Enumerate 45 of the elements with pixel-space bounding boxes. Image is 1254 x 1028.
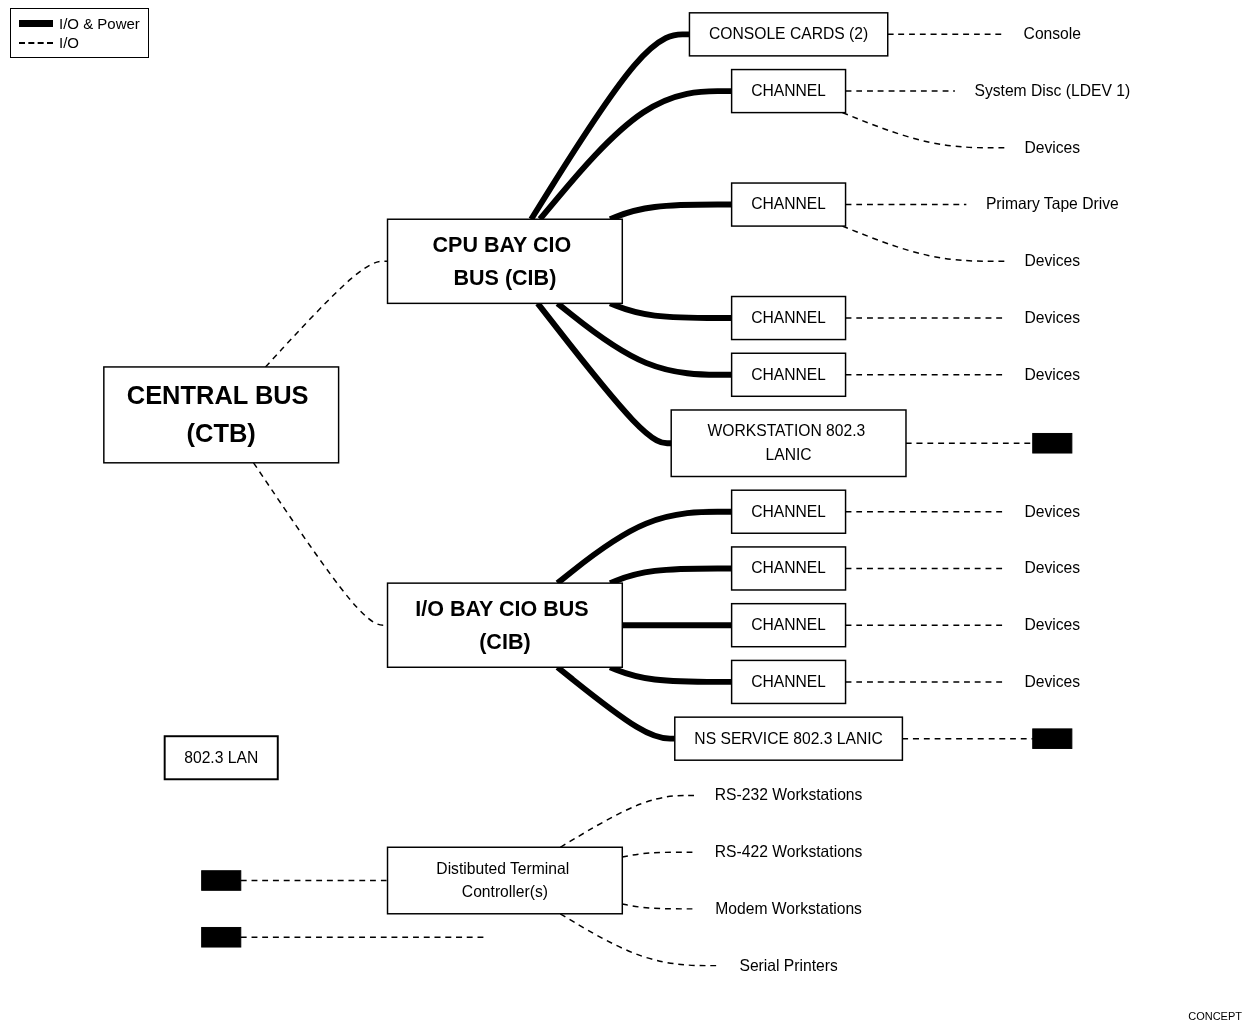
node-text: Devices	[1024, 559, 1081, 577]
node-text: RS-422 Workstations	[715, 843, 863, 860]
node-box: CHANNEL	[731, 182, 847, 227]
node-text: Modem Workstations	[715, 900, 863, 917]
connector	[622, 622, 732, 629]
node-box: CHANNEL	[731, 602, 847, 648]
node-box: I/O BAY CIO BUS (CIB)	[387, 582, 624, 668]
node-box: CHANNEL	[731, 352, 847, 398]
node-text: Serial Printers	[739, 956, 838, 974]
node-text: RS-232 Workstations	[715, 786, 863, 804]
node-box: CHANNEL	[731, 489, 847, 534]
node-box: CHANNEL	[731, 295, 847, 341]
node-box	[201, 927, 242, 948]
connector	[845, 203, 968, 206]
node-box: NS SERVICE 802.3 LANIC	[674, 716, 904, 761]
node-box: WORKSTATION 802.3 LANIC	[670, 409, 907, 478]
node-text: Devices	[1024, 616, 1081, 634]
node-text: Devices	[1024, 673, 1081, 690]
node-box: CONSOLE CARDS (2)	[688, 12, 889, 57]
node-text: Devices	[1024, 309, 1081, 326]
node-box: 802.3 LAN	[163, 735, 279, 781]
node-box: Distibuted Terminal Controller(s)	[387, 846, 624, 915]
node-box: CPU BAY CIO BUS (CIB)	[387, 218, 624, 305]
node-box	[201, 870, 242, 891]
node-box	[1032, 433, 1073, 454]
connector	[555, 301, 732, 378]
legend-text: I/O	[59, 34, 79, 51]
node-text: System Disc (LDEV 1)	[974, 82, 1131, 99]
connector	[559, 794, 697, 848]
node-box: CHANNEL	[731, 68, 847, 114]
legend-text: I/O & Power	[59, 15, 140, 32]
connector	[841, 111, 1006, 149]
node-box	[1032, 728, 1073, 749]
node-box: CHANNEL	[731, 546, 847, 591]
node-text: Console	[1023, 25, 1082, 43]
note-text: CONCEPT	[1188, 1010, 1242, 1022]
node-text: Primary Tape Drive	[986, 195, 1119, 213]
connector	[845, 90, 956, 92]
node-text: Devices	[1024, 502, 1081, 520]
node-box: CENTRAL BUS (CTB)	[103, 366, 340, 464]
node-text: Devices	[1024, 365, 1081, 383]
node-text: Devices	[1024, 252, 1081, 270]
node-box: CHANNEL	[731, 659, 847, 705]
connector	[528, 31, 690, 221]
node-text: Devices	[1024, 139, 1081, 156]
